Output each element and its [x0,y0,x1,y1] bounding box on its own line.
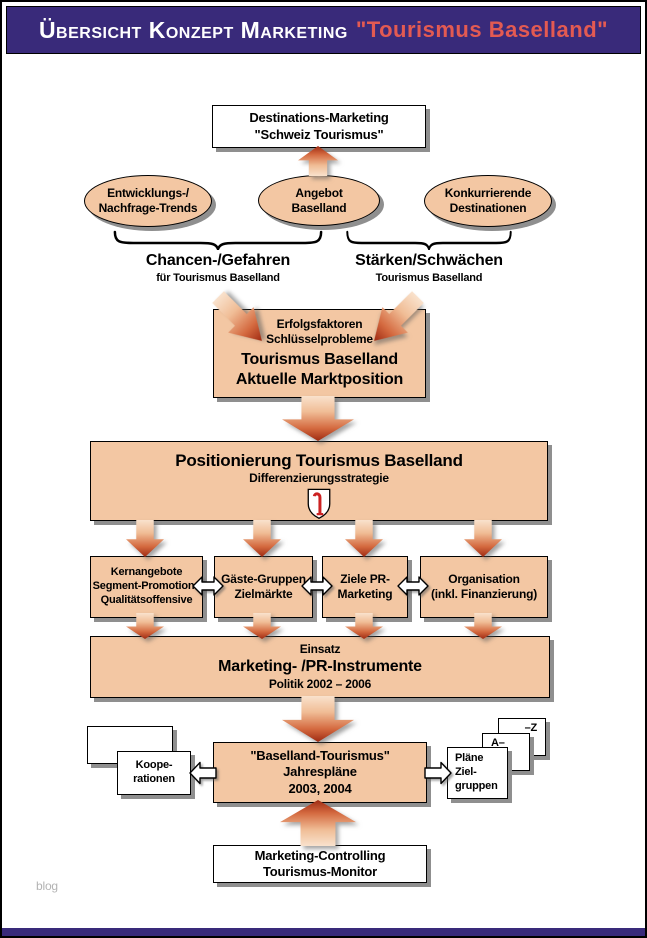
page-title-accent: "Tourismus Baselland" [355,17,609,42]
einsatz-line3: Politik 2002 – 2006 [268,677,372,691]
down-arrow-pillar1 [126,520,164,557]
down-arrow-to-positionierung [282,396,354,441]
baselland-crest-icon [307,488,331,520]
erfolg-line1: Erfolgsfaktoren [276,317,363,331]
double-arrow-1-icon [192,576,224,596]
ellipse-angebot-line2: Baselland [291,200,347,215]
header-bar: Übersicht Konzept Marketing "Tourismus B… [6,6,641,54]
ellipse-angebot-line1: Angebot [295,185,343,200]
left-arrow-kooperationen-icon [189,761,217,785]
label-chancen-title: Chancen-/Gefahren [145,252,291,269]
positionierung-box: Positionierung Tourismus Baselland Diffe… [90,441,548,521]
bottom-bar [2,928,645,936]
card-plaene-box: Pläne Ziel- gruppen [447,747,508,799]
down-arrow-einsatz2 [243,613,281,639]
card-plaene-line1: Pläne [455,752,484,765]
right-arrow-plaene-icon [424,761,452,785]
controlling-line1: Marketing-Controlling [254,847,386,863]
label-staerken-subtitle: Tourismus Baselland [375,271,483,284]
pillar4-line2: (inkl. Finanzierung) [431,587,537,601]
controlling-line2: Tourismus-Monitor [262,864,378,879]
kooperationen-line2: rationen [133,773,175,785]
ellipse-trends-line2: Nachfrage-Trends [98,201,198,215]
destinations-marketing-box: Destinations-Marketing "Schweiz Tourismu… [212,105,426,148]
erfolg-line2: Schlüsselprobleme [266,332,373,346]
double-arrow-2-icon [301,576,333,596]
ellipse-konkurrenz: Konkurrierende Destinationen [424,175,552,227]
card-plaene-line2: Ziel- [455,766,477,779]
destinations-line1: Destinations-Marketing [249,110,389,126]
jahresplaene-line3: 2003, 2004 [288,780,352,796]
pillar3-line2: Marketing [337,587,393,601]
pillar3-line1: Ziele PR- [340,572,390,586]
up-arrow-angebot-to-destinations [298,146,338,176]
down-arrow-einsatz4 [464,613,502,639]
label-staerken-title: Stärken/Schwächen [355,252,503,269]
erfolg-line3: Tourismus Baselland [241,351,398,368]
positionierung-line1: Positionierung Tourismus Baselland [175,451,463,470]
ellipse-trends-line1: Entwicklungs-/ [107,186,189,200]
label-staerken: Stärken/Schwächen Tourismus Baselland [339,252,519,284]
brace-left-icon [113,230,323,250]
jahresplaene-box: "Baselland-Tourismus" Jahrespläne 2003, … [213,742,427,803]
destinations-line2: "Schweiz Tourismus" [254,126,384,142]
einsatz-line2: Marketing- /PR-Instrumente [218,658,422,675]
pillar1-line3: Qualitätsoffensive [100,593,193,606]
page-title: Übersicht Konzept Marketing [38,16,348,43]
down-arrow-einsatz3 [345,613,383,639]
einsatz-line1: Einsatz [299,642,341,656]
positionierung-line2: Differenzierungsstrategie [249,471,389,486]
pillar2-line2: Zielmärkte [234,587,293,601]
card-z-label: –Z [524,722,538,734]
down-arrow-to-jahresplaene [282,696,354,742]
ellipse-angebot: Angebot Baselland [258,175,380,226]
label-chancen-subtitle: für Tourismus Baselland [156,271,280,284]
down-arrow-pillar2 [243,520,281,557]
pillar-organisation-box: Organisation (inkl. Finanzierung) [420,556,548,618]
pillar-kernangebote-box: Kernangebote Segment-Promotions Qualität… [90,556,203,618]
card-plaene-line3: gruppen [455,779,498,792]
pillar-gaeste-box: Gäste-Gruppen Zielmärkte [214,556,313,618]
up-arrow-controlling-to-jahresplaene [280,800,356,846]
pillar4-line1: Organisation [448,572,520,586]
double-arrow-3-icon [397,576,429,596]
kooperationen-box: Koope- rationen [117,751,191,795]
erfolg-line4: Aktuelle Marktposition [235,371,404,388]
down-arrow-pillar4 [464,520,502,557]
ellipse-trends: Entwicklungs-/ Nachfrage-Trends [84,175,212,227]
jahresplaene-line1: "Baselland-Tourismus" [250,748,390,764]
label-chancen: Chancen-/Gefahren für Tourismus Basellan… [128,252,308,284]
einsatz-box: Einsatz Marketing- /PR-Instrumente Polit… [90,636,550,698]
ellipse-konkurrenz-line1: Konkurrierende [444,186,532,200]
brace-right-icon [346,230,512,250]
down-arrow-pillar3 [345,520,383,557]
kooperationen-line1: Koope- [135,759,173,772]
controlling-box: Marketing-Controlling Tourismus-Monitor [213,845,427,883]
pillar-ziele-box: Ziele PR- Marketing [322,556,408,618]
pillar2-line1: Gäste-Gruppen [221,572,306,586]
pillar1-line1: Kernangebote [110,566,183,579]
watermark-text: blog [36,879,58,893]
ellipse-konkurrenz-line2: Destinationen [449,201,527,215]
jahresplaene-line2: Jahrespläne [283,764,357,780]
card-a-label: A– [491,737,505,749]
pillar1-line2: Segment-Promotions [92,580,201,593]
down-arrow-einsatz1 [126,613,164,639]
